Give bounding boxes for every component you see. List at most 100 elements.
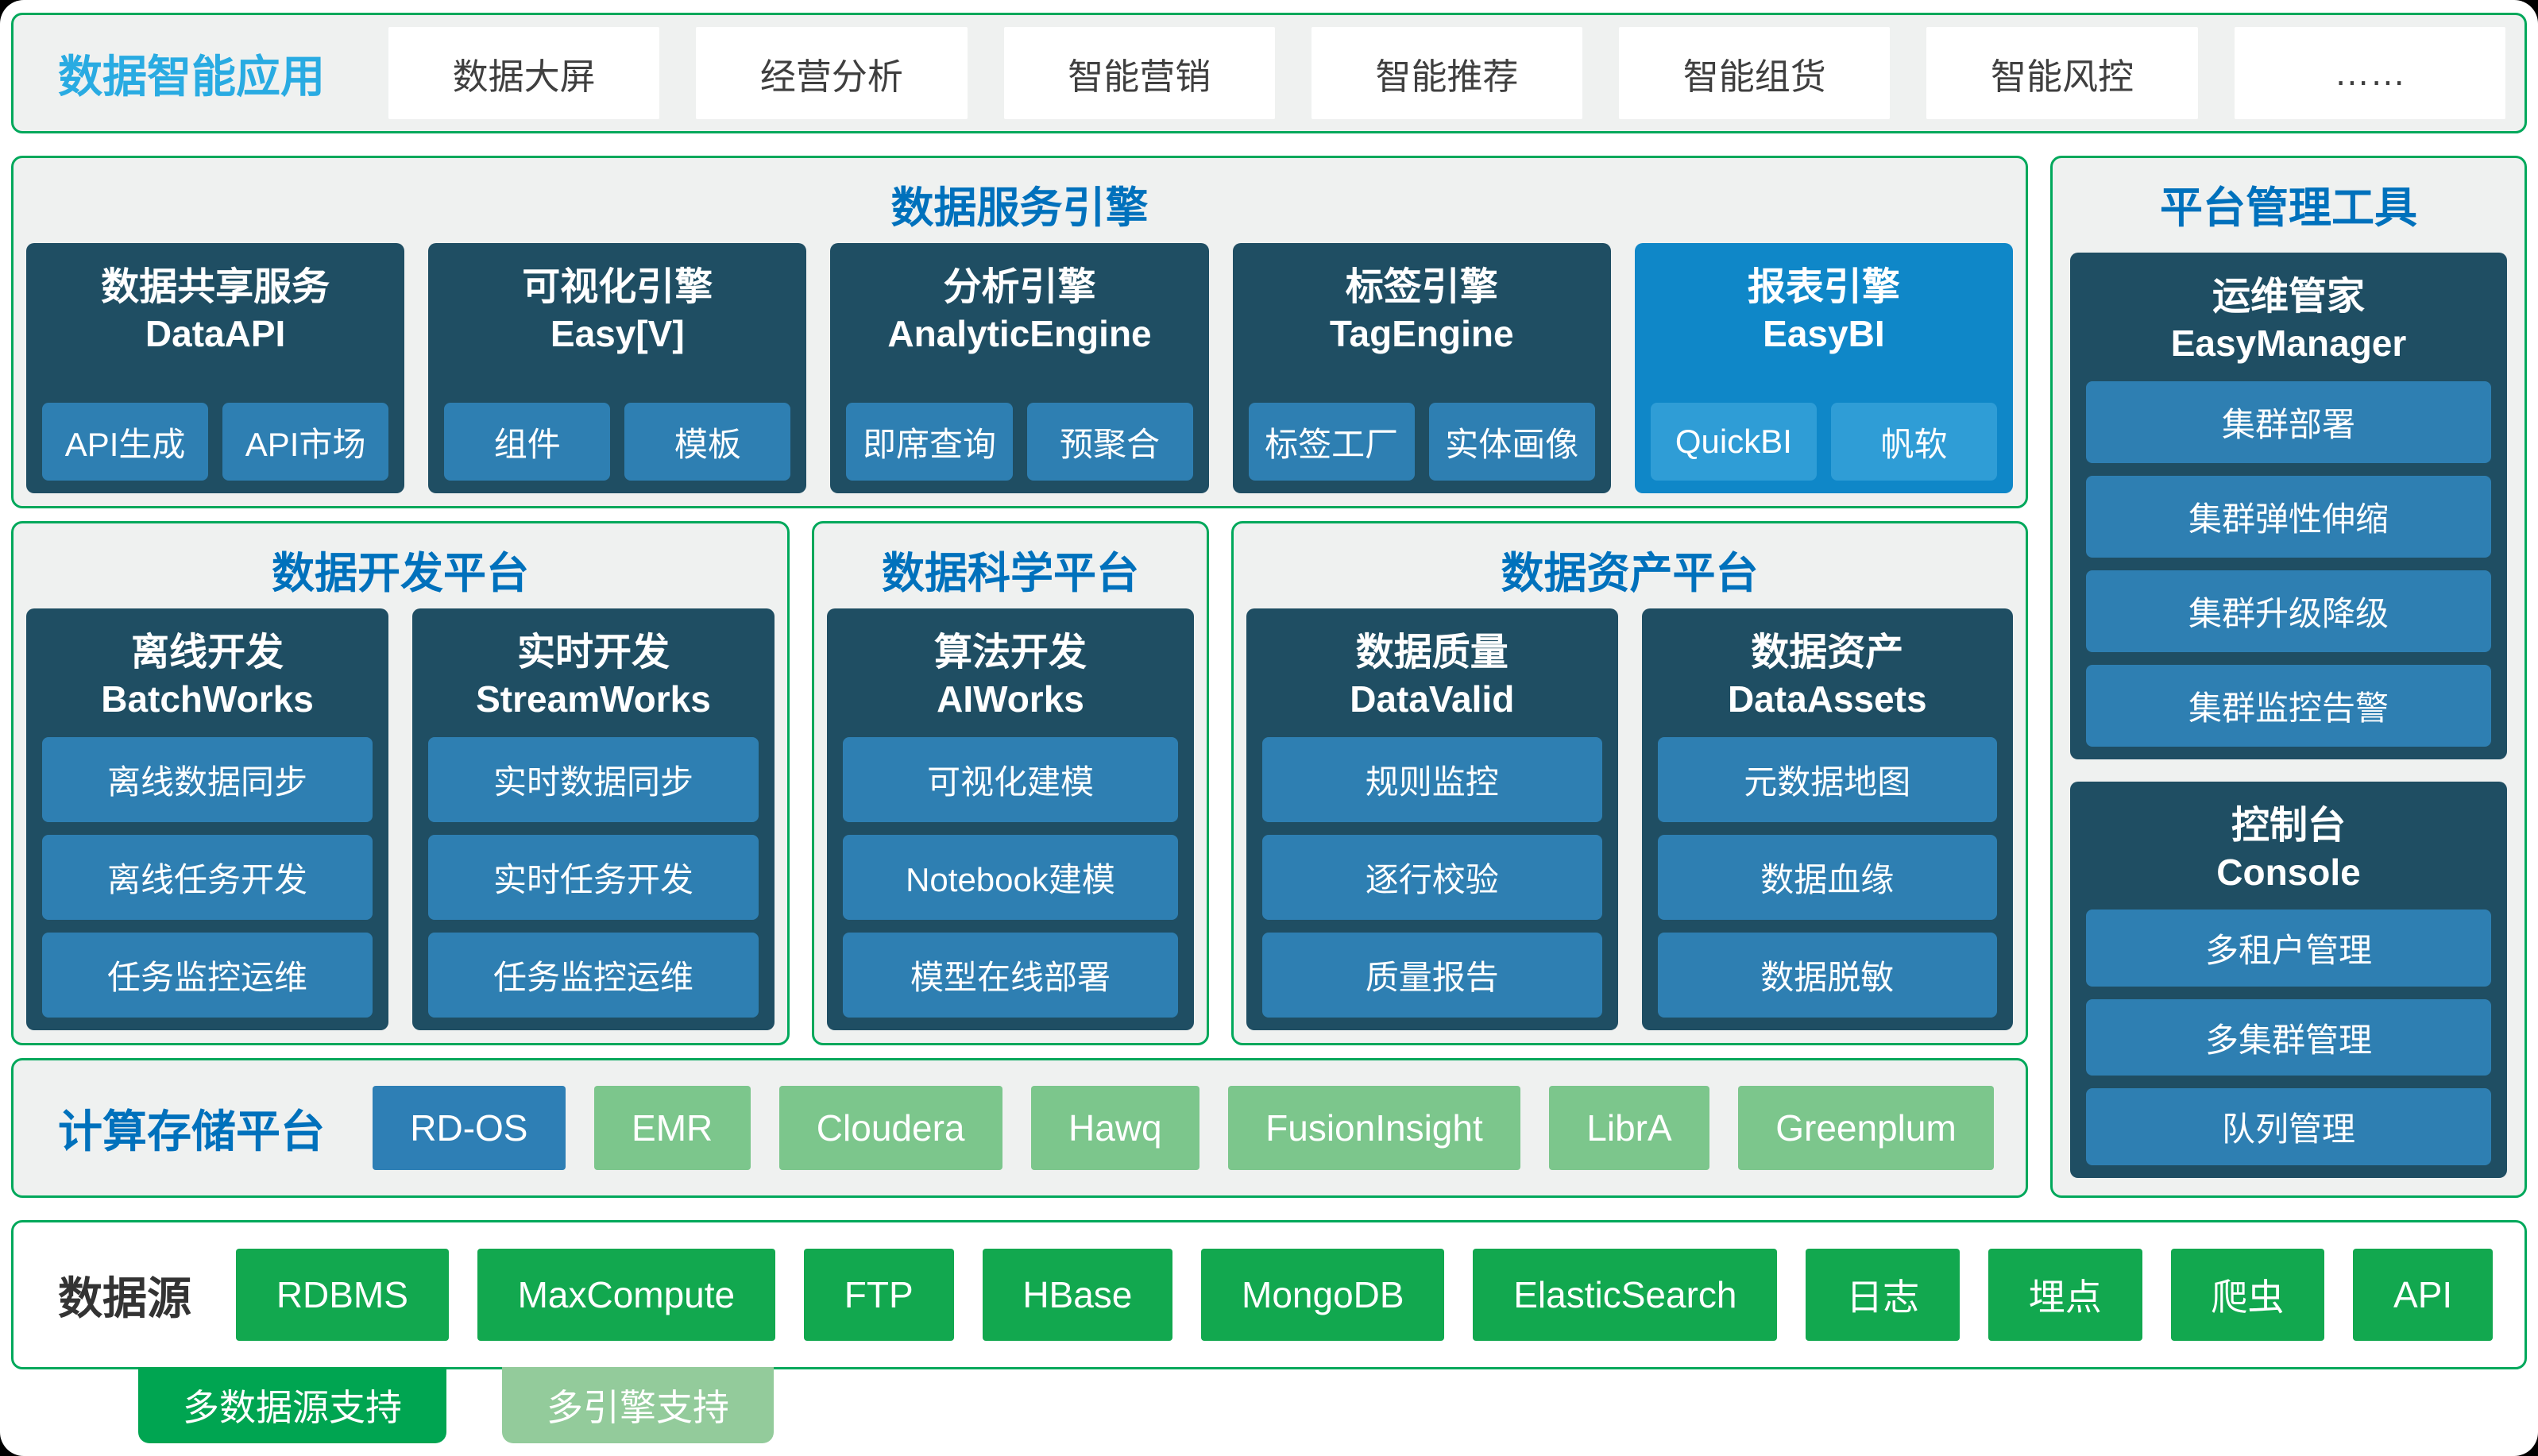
card-item: 集群部署 [2086,380,2491,463]
engine-chip-hawq: Hawq [1030,1086,1199,1170]
source-box-api: API [2353,1249,2494,1341]
app-box-more: …… [2234,27,2505,119]
card-items: 集群部署 集群弹性伸缩 集群升级降级 集群监控告警 [2086,380,2491,747]
card-name-en: Console [2216,851,2361,893]
engine-card-easyv: 可视化引擎 Easy[V] 组件 模板 [428,243,807,493]
platform-card-aiworks: 算法开发 AIWorks 可视化建模 Notebook建模 模型在线部署 [827,608,1194,1030]
platform-card-dataassets: 数据资产 DataAssets 元数据地图 数据血缘 数据脱敏 [1641,608,2013,1030]
platforms-row: 数据开发平台 离线开发 BatchWorks 离线数据同步 离线任务开发 任务监… [11,521,2028,1045]
card-name-cn: 数据质量 [1355,631,1509,674]
app-list: 数据大屏 经营分析 智能营销 智能推荐 智能组货 智能风控 …… [388,27,2505,119]
app-box-smart-marketing: 智能营销 [1003,27,1275,119]
card-item: 集群监控告警 [2086,664,2491,747]
card-item: 即席查询 [846,403,1013,481]
card-name-cn: 标签引擎 [1345,266,1498,308]
card-item: 质量报告 [1262,932,1602,1018]
engine-chip-rdos: RD-OS [373,1086,566,1170]
card-item: 任务监控运维 [428,932,759,1018]
card-name-en: DataAssets [1727,678,1927,720]
section-title-data-science-platform: 数据科学平台 [882,550,1139,597]
card-name-en: StreamWorks [476,678,711,720]
panel-compute-storage-platform: 计算存储平台 RD-OS EMR Cloudera Hawq FusionIns… [11,1058,2028,1198]
engine-chip-libra: LibrA [1549,1086,1709,1170]
app-box-business-analysis: 经营分析 [696,27,968,119]
engine-card-easybi: 报表引擎 EasyBI QuickBI 帆软 [1634,243,2013,493]
tool-card-easymanager: 运维管家 EasyManager 集群部署 集群弹性伸缩 集群升级降级 集群监控… [2070,253,2507,759]
service-engine-cards: 数据共享服务 DataAPI API生成 API市场 可视化引擎 Easy[V] [26,243,2013,493]
source-box-ftp: FTP [803,1249,954,1341]
engine-card-tagengine: 标签引擎 TagEngine 标签工厂 实体画像 [1232,243,1611,493]
card-item: 数据血缘 [1657,834,1997,920]
engine-card-dataapi: 数据共享服务 DataAPI API生成 API市场 [26,243,405,493]
card-items: 多租户管理 多集群管理 队列管理 [2086,910,2491,1165]
source-box-hbase: HBase [982,1249,1173,1341]
panel-platform-management-tools: 平台管理工具 运维管家 EasyManager 集群部署 集群弹性伸缩 集群升级… [2050,156,2527,1198]
card-item: 实体画像 [1428,403,1595,481]
platform-card-datavalid: 数据质量 DataValid 规则监控 逐行校验 质量报告 [1246,608,1618,1030]
engine-chip-greenplum: Greenplum [1737,1086,1995,1170]
section-title-compute-storage: 计算存储平台 [58,1106,325,1157]
app-box-smart-merchandising: 智能组货 [1619,27,1891,119]
panel-data-science-platform: 数据科学平台 算法开发 AIWorks 可视化建模 Notebook建模 模型在… [812,521,1209,1045]
panel-data-asset-platform: 数据资产平台 数据质量 DataValid 规则监控 逐行校验 质量报告 [1231,521,2028,1045]
left-column: 数据服务引擎 数据共享服务 DataAPI API生成 API市场 [11,156,2028,1198]
card-items: 标签工厂 实体画像 [1248,403,1595,481]
card-item: 预聚合 [1026,403,1193,481]
card-item: 多租户管理 [2086,910,2491,987]
card-item: 实时数据同步 [428,736,759,822]
card-item: 可视化建模 [843,736,1178,822]
footer-badges: 多数据源支持 多引擎支持 [11,1367,2527,1443]
card-items: 组件 模板 [444,403,791,481]
card-item: 数据脱敏 [1657,932,1997,1018]
compute-engine-list: RD-OS EMR Cloudera Hawq FusionInsight Li… [373,1086,1995,1170]
source-box-rdbms: RDBMS [236,1249,449,1341]
source-box-logs: 日志 [1806,1249,1960,1341]
card-item: 离线任务开发 [42,834,373,920]
card-item: 模型在线部署 [843,932,1178,1018]
card-items: QuickBI 帆软 [1650,403,1998,481]
card-header: 实时开发 StreamWorks [428,629,759,723]
section-title-data-sources: 数据源 [58,1273,191,1323]
card-name-en: AnalyticEngine [887,313,1152,354]
engine-chip-cloudera: Cloudera [778,1086,1002,1170]
card-items: 离线数据同步 离线任务开发 任务监控运维 [42,736,373,1018]
panel-data-sources: 数据源 RDBMS MaxCompute FTP HBase MongoDB E… [11,1220,2527,1369]
badge-multi-datasource: 多数据源支持 [138,1367,446,1443]
card-item: API市场 [222,403,389,481]
card-name-cn: 可视化引擎 [522,266,713,308]
platform-card-batchworks: 离线开发 BatchWorks 离线数据同步 离线任务开发 任务监控运维 [26,608,388,1030]
card-item: 集群升级降级 [2086,570,2491,652]
card-name-cn: 算法开发 [933,631,1087,674]
card-items: 可视化建模 Notebook建模 模型在线部署 [843,736,1178,1018]
card-item: 元数据地图 [1657,736,1997,822]
card-header: 分析引擎 AnalyticEngine [846,264,1192,357]
source-box-mongodb: MongoDB [1201,1249,1445,1341]
card-header: 算法开发 AIWorks [843,629,1178,723]
panel-data-dev-platform: 数据开发平台 离线开发 BatchWorks 离线数据同步 离线任务开发 任务监… [11,521,790,1045]
card-item: 任务监控运维 [42,932,373,1018]
source-box-maxcompute: MaxCompute [477,1249,775,1341]
dev-platform-cards: 离线开发 BatchWorks 离线数据同步 离线任务开发 任务监控运维 [26,608,775,1030]
card-item: 标签工厂 [1248,403,1415,481]
card-header: 离线开发 BatchWorks [42,629,373,723]
card-name-en: Easy[V] [550,313,685,354]
card-item: 多集群管理 [2086,998,2491,1076]
card-item: Notebook建模 [843,834,1178,920]
science-platform-cards: 算法开发 AIWorks 可视化建模 Notebook建模 模型在线部署 [827,608,1194,1030]
card-items: 即席查询 预聚合 [846,403,1193,481]
card-name-cn: 分析引擎 [943,266,1096,308]
card-item: 帆软 [1830,403,1998,481]
source-box-tracking: 埋点 [1988,1249,2142,1341]
card-header: 数据质量 DataValid [1262,629,1602,723]
engine-card-analyticengine: 分析引擎 AnalyticEngine 即席查询 预聚合 [830,243,1209,493]
card-item: API生成 [42,403,209,481]
card-name-en: TagEngine [1329,313,1514,354]
platform-card-streamworks: 实时开发 StreamWorks 实时数据同步 实时任务开发 任务监控运维 [412,608,775,1030]
card-name-cn: 报表引擎 [1747,266,1900,308]
card-header: 数据共享服务 DataAPI [42,264,388,357]
card-items: 规则监控 逐行校验 质量报告 [1262,736,1602,1018]
section-title-data-intelligence-apps: 数据智能应用 [58,51,325,102]
source-box-crawler: 爬虫 [2170,1249,2325,1341]
asset-platform-cards: 数据质量 DataValid 规则监控 逐行校验 质量报告 数据资 [1246,608,2013,1030]
card-name-cn: 控制台 [2231,804,2346,847]
